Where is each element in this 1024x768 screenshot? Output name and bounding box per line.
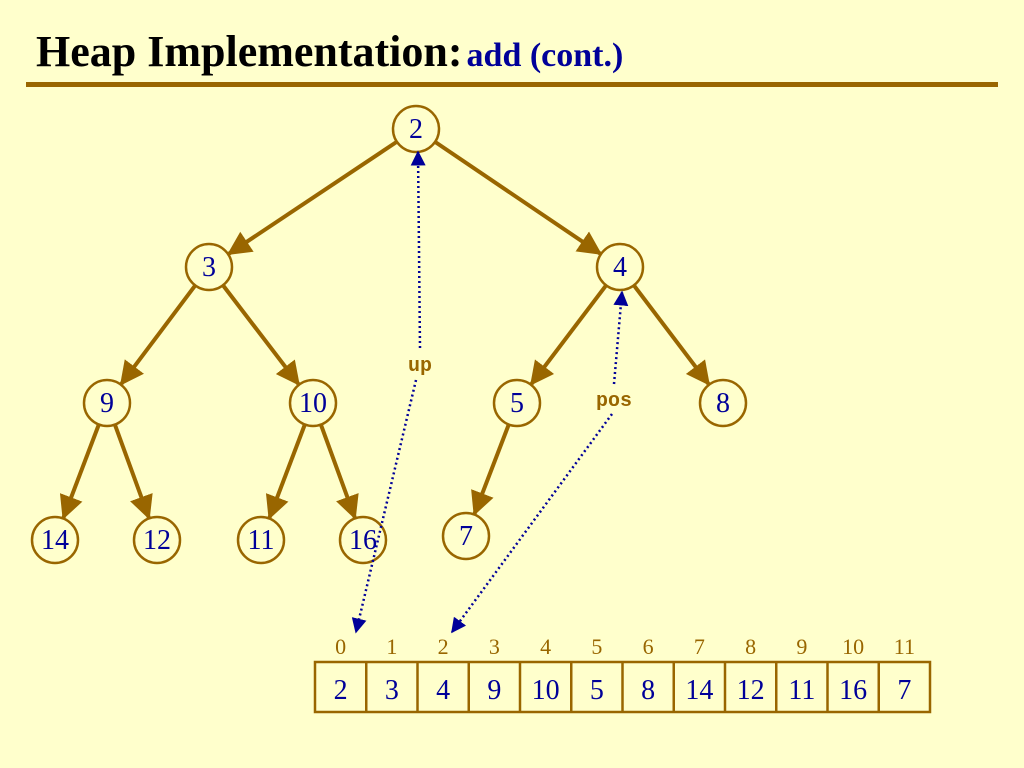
node-label: 4 bbox=[613, 252, 627, 283]
pointer-pos-to-node bbox=[612, 290, 629, 385]
array-index-11: 11 bbox=[894, 634, 915, 659]
tree-node-12: 12 bbox=[132, 515, 182, 565]
tree-edge-n3-n8 bbox=[113, 423, 153, 520]
node-label: 14 bbox=[41, 525, 69, 556]
node-label: 2 bbox=[409, 114, 423, 145]
node-circle bbox=[698, 378, 748, 428]
array-index-8: 8 bbox=[745, 634, 756, 659]
slide-title: Heap Implementation: add (cont.) bbox=[36, 26, 623, 77]
array-cell-2: 4 bbox=[436, 675, 450, 706]
tree-node-16: 16 bbox=[338, 515, 388, 565]
node-circle bbox=[492, 378, 542, 428]
tree-node-9: 9 bbox=[82, 378, 132, 428]
pointer-up-to-array bbox=[351, 379, 418, 634]
node-circle bbox=[595, 242, 645, 292]
node-circle bbox=[82, 378, 132, 428]
tree-edge-n1-n4 bbox=[221, 284, 301, 386]
pointer-pos-to-array bbox=[450, 413, 614, 634]
array-cell-7: 14 bbox=[685, 675, 713, 706]
array-index-4: 4 bbox=[540, 634, 551, 659]
node-circle bbox=[30, 515, 80, 565]
node-label: 11 bbox=[248, 525, 275, 556]
title-divider bbox=[26, 82, 998, 87]
array-index-6: 6 bbox=[643, 634, 654, 659]
array-cell-6: 8 bbox=[641, 675, 655, 706]
tree-node-11: 11 bbox=[236, 515, 286, 565]
array-index-1: 1 bbox=[386, 634, 397, 659]
node-label: 12 bbox=[143, 525, 171, 556]
tree-node-7: 7 bbox=[441, 511, 491, 561]
array-cell-5: 5 bbox=[590, 675, 604, 706]
array-cell-10: 16 bbox=[839, 675, 867, 706]
tree-edge-n0-n1 bbox=[226, 140, 398, 256]
node-label: 9 bbox=[100, 388, 114, 419]
node-circle bbox=[132, 515, 182, 565]
array-cell-1: 3 bbox=[385, 675, 399, 706]
node-circle bbox=[441, 511, 491, 561]
title-sub: add (cont.) bbox=[466, 37, 624, 74]
tree-edge-n3-n7 bbox=[59, 423, 101, 520]
node-circle bbox=[236, 515, 286, 565]
array-cell-4: 10 bbox=[532, 675, 560, 706]
pointer-up: up bbox=[351, 150, 432, 634]
node-label: 16 bbox=[349, 525, 377, 556]
node-label: 7 bbox=[459, 521, 473, 552]
pointer-pos: pos bbox=[450, 290, 632, 634]
tree-node-10: 10 bbox=[288, 378, 338, 428]
array-cell-11: 7 bbox=[897, 675, 911, 706]
array-cell-9: 11 bbox=[788, 675, 815, 706]
array-index-3: 3 bbox=[489, 634, 500, 659]
node-label: 3 bbox=[202, 252, 216, 283]
node-label: 5 bbox=[510, 388, 524, 419]
tree-edges bbox=[59, 140, 711, 520]
pointer-label-pos: pos bbox=[596, 390, 632, 413]
title-main: Heap Implementation: bbox=[36, 27, 463, 76]
node-circle bbox=[288, 378, 338, 428]
array-cell-3: 9 bbox=[487, 675, 501, 706]
node-label: 8 bbox=[716, 388, 730, 419]
array-cell-0: 2 bbox=[334, 675, 348, 706]
pointer-arrows: up pos bbox=[351, 150, 632, 634]
tree-edge-n2-n5 bbox=[529, 284, 608, 386]
tree-node-2: 2 bbox=[391, 104, 441, 154]
tree-node-5: 5 bbox=[492, 378, 542, 428]
tree-edge-n4-n10 bbox=[319, 423, 359, 520]
tree-edge-n1-n3 bbox=[119, 284, 197, 386]
tree-node-4: 4 bbox=[595, 242, 645, 292]
tree-node-3: 3 bbox=[184, 242, 234, 292]
array-index-9: 9 bbox=[796, 634, 807, 659]
array-index-0: 0 bbox=[335, 634, 346, 659]
tree-node-8: 8 bbox=[698, 378, 748, 428]
array-cell-8: 12 bbox=[737, 675, 765, 706]
array-index-2: 2 bbox=[438, 634, 449, 659]
tree-edge-n5-n11 bbox=[471, 423, 511, 516]
node-label: 10 bbox=[299, 388, 327, 419]
tree-edge-n2-n6 bbox=[632, 284, 711, 386]
array-index-10: 10 bbox=[842, 634, 864, 659]
pointer-label-up: up bbox=[408, 355, 432, 378]
node-circle bbox=[184, 242, 234, 292]
array-index-7: 7 bbox=[694, 634, 705, 659]
array-index-5: 5 bbox=[591, 634, 602, 659]
tree-node-14: 14 bbox=[30, 515, 80, 565]
tree-edge-n0-n2 bbox=[433, 140, 603, 256]
tree-edge-n4-n9 bbox=[265, 423, 307, 520]
tree-nodes: 2 3 4 9 10 5 8 14 12 11 16 7 bbox=[30, 104, 748, 565]
pointer-up-to-node bbox=[410, 150, 426, 349]
